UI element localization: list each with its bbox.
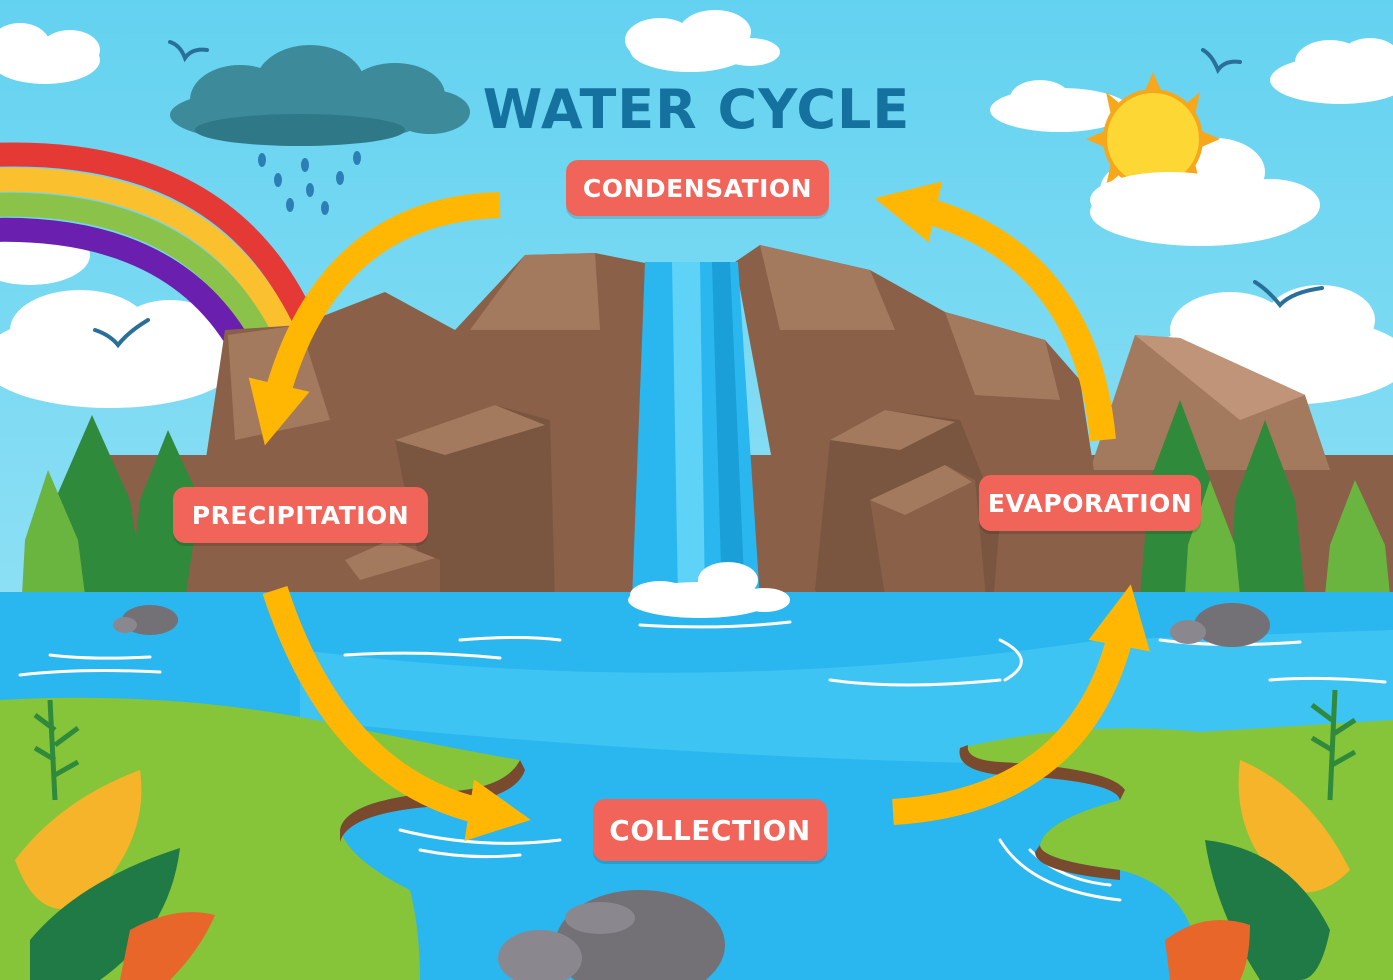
bird-icon [1201, 48, 1242, 75]
rock-icon [498, 890, 725, 980]
cloud-icon [0, 290, 240, 408]
bird-icon [168, 40, 209, 63]
bird-icon [1253, 280, 1324, 309]
evaporation-label: EVAPORATION [979, 475, 1201, 531]
waterfall-icon [632, 262, 760, 600]
condensation-label: CONDENSATION [566, 160, 829, 216]
page-title: WATER CYCLE [482, 78, 911, 141]
collection-label: COLLECTION [593, 799, 827, 861]
arrow-collection-to-evaporation [892, 584, 1150, 825]
leaf-icon [1165, 689, 1393, 980]
leaf-icon [0, 699, 215, 980]
precipitation-label: PRECIPITATION [173, 487, 428, 543]
bird-icon [93, 318, 150, 349]
cloud-icon [990, 80, 1130, 132]
water-ripples [18, 620, 1387, 902]
cloud-icon [1270, 38, 1393, 104]
cloud-icon [1090, 172, 1250, 228]
arrow-condensation-to-precipitation [248, 192, 501, 446]
rainbow-icon [0, 142, 320, 352]
arrow-evaporation-to-condensation [874, 181, 1116, 442]
cloud-icon [625, 10, 780, 72]
cycle-arrows [248, 181, 1150, 841]
rain-cloud-icon [170, 45, 470, 215]
arrow-precipitation-to-collection [262, 585, 531, 841]
cloud-icon [0, 23, 100, 84]
rock-icon [113, 603, 1270, 647]
waterfall-foam [628, 562, 790, 618]
